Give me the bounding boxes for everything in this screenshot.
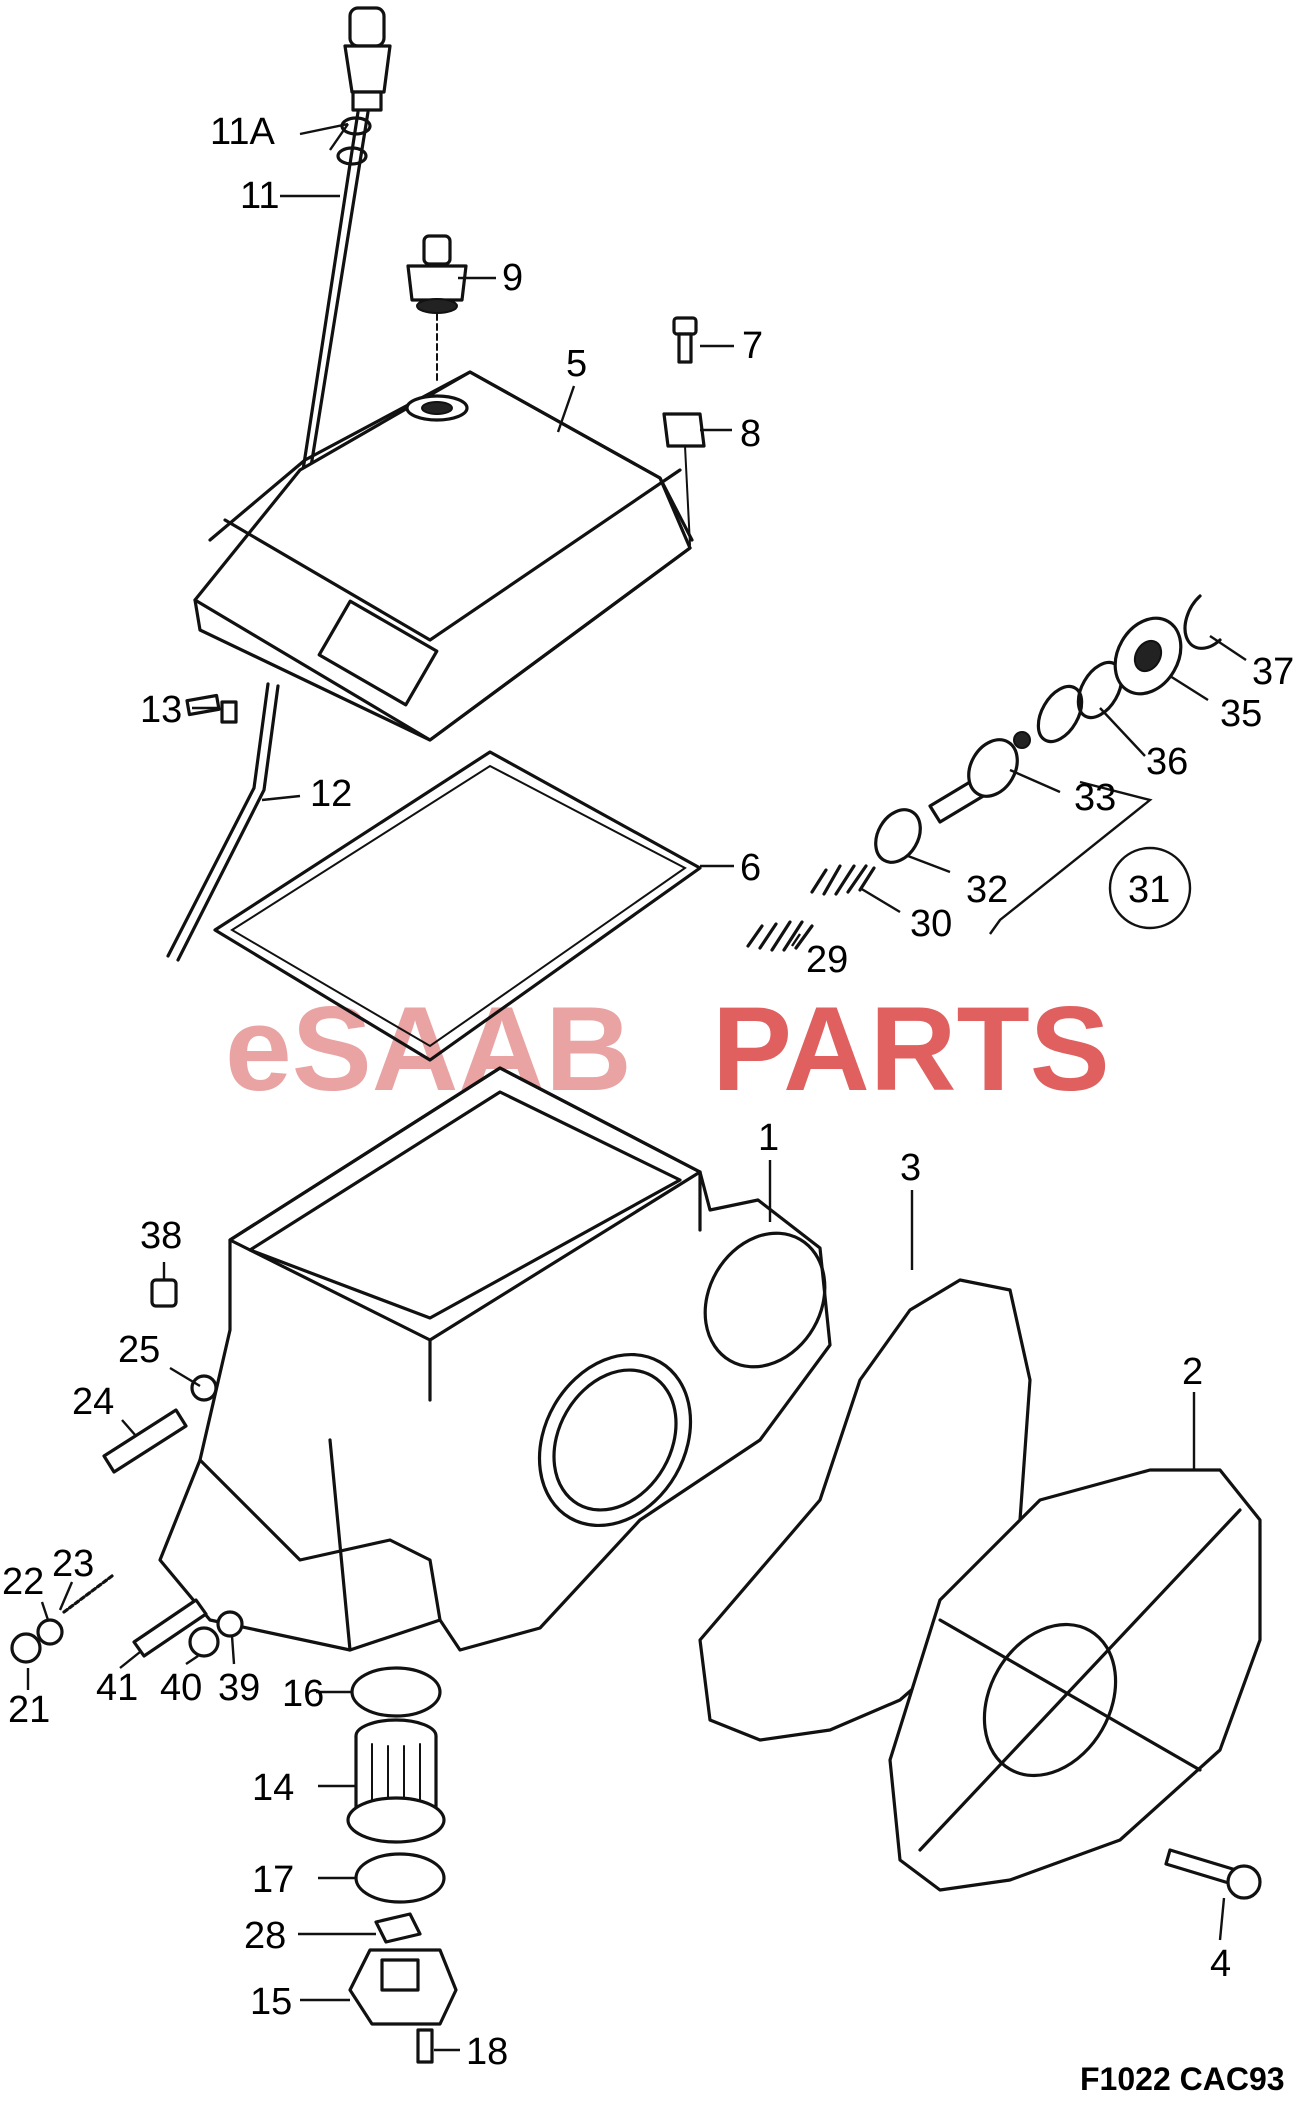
callout-12: 12 [310, 773, 352, 815]
callout-labels: 11A 11 9 7 5 8 13 12 37 35 36 33 6 31 32… [2, 111, 1294, 2073]
callout-18: 18 [466, 2031, 508, 2073]
bolt-part-7 [672, 316, 698, 364]
drawing-code: F1022 CAC93 [1080, 2061, 1285, 2097]
callout-15: 15 [250, 1981, 292, 2023]
callout-36: 36 [1146, 741, 1188, 783]
pin-part-41 [132, 1598, 208, 1658]
callout-30: 30 [910, 903, 952, 945]
leader-lines [26, 122, 1247, 2052]
callout-17: 17 [252, 1859, 294, 1901]
o-ring-part-17 [354, 1852, 446, 1904]
plug-part-35 [1113, 616, 1183, 696]
callout-22: 22 [2, 1561, 44, 1603]
end-cover-part-2 [888, 1468, 1262, 1892]
screw-part-18 [416, 2028, 434, 2064]
watermark-prefix: eSAAB [225, 982, 632, 1116]
callout-2: 2 [1182, 1351, 1203, 1393]
o-ring-part-16 [350, 1666, 442, 1718]
callout-25: 25 [118, 1329, 160, 1371]
strainer-part-14 [346, 1718, 446, 1844]
callout-40: 40 [160, 1667, 202, 1709]
callout-11: 11 [240, 175, 279, 217]
callout-6: 6 [740, 847, 761, 889]
spring-part-29 [746, 920, 814, 952]
transmission-housing-part-1 [158, 1066, 832, 1652]
o-ring-part-32 [874, 808, 922, 864]
callout-28: 28 [244, 1915, 286, 1957]
callout-31: 31 [1128, 869, 1170, 911]
plug-part-40 [188, 1626, 220, 1658]
gasket-part-6 [213, 750, 702, 1062]
filter-cover-part-15 [348, 1948, 458, 2026]
callout-9: 9 [502, 257, 523, 299]
callout-1: 1 [758, 1117, 779, 1159]
spring-part-30 [810, 864, 876, 896]
bolt-part-4 [1164, 1848, 1262, 1900]
washer-part-39 [216, 1610, 244, 1638]
callout-29: 29 [806, 939, 848, 981]
callout-13: 13 [140, 689, 182, 731]
callout-23: 23 [52, 1543, 94, 1585]
plug-part-21 [10, 1632, 42, 1664]
callout-5: 5 [566, 343, 587, 385]
callout-37: 37 [1252, 651, 1294, 693]
callout-16: 16 [282, 1673, 324, 1715]
cover-part-5 [193, 370, 694, 742]
callout-7: 7 [742, 325, 763, 367]
pin-part-24 [102, 1408, 188, 1474]
filler-cap-part-9 [406, 234, 468, 385]
callout-39: 39 [218, 1667, 260, 1709]
circlip-part-37 [1183, 594, 1222, 650]
callout-33: 33 [1074, 777, 1116, 819]
callout-31-circle [1108, 846, 1192, 930]
spring-part-23 [62, 1574, 114, 1614]
callout-41: 41 [96, 1667, 138, 1709]
watermark-suffix: PARTS [712, 982, 1110, 1116]
callout-4: 4 [1210, 1943, 1231, 1985]
callout-11a: 11A [210, 111, 275, 153]
callout-35: 35 [1220, 693, 1262, 735]
callout-14: 14 [252, 1767, 294, 1809]
callout-24: 24 [72, 1381, 114, 1423]
washer-part-25 [190, 1374, 218, 1402]
seal-part-28 [374, 1912, 422, 1944]
callout-32: 32 [966, 869, 1008, 911]
callout-3: 3 [900, 1147, 921, 1189]
clip-part-8 [662, 412, 706, 546]
sleeve-part-38 [150, 1278, 178, 1308]
washer-part-22 [36, 1618, 64, 1646]
callout-21: 21 [8, 1689, 50, 1731]
callout-8: 8 [740, 413, 761, 455]
watermark: eSAAB PARTS [225, 982, 1110, 1116]
callout-38: 38 [140, 1215, 182, 1257]
gasket-part-3 [698, 1278, 1032, 1742]
valve-assembly-part-31 [928, 731, 1031, 824]
oil-pipe-part-12 [166, 682, 280, 962]
